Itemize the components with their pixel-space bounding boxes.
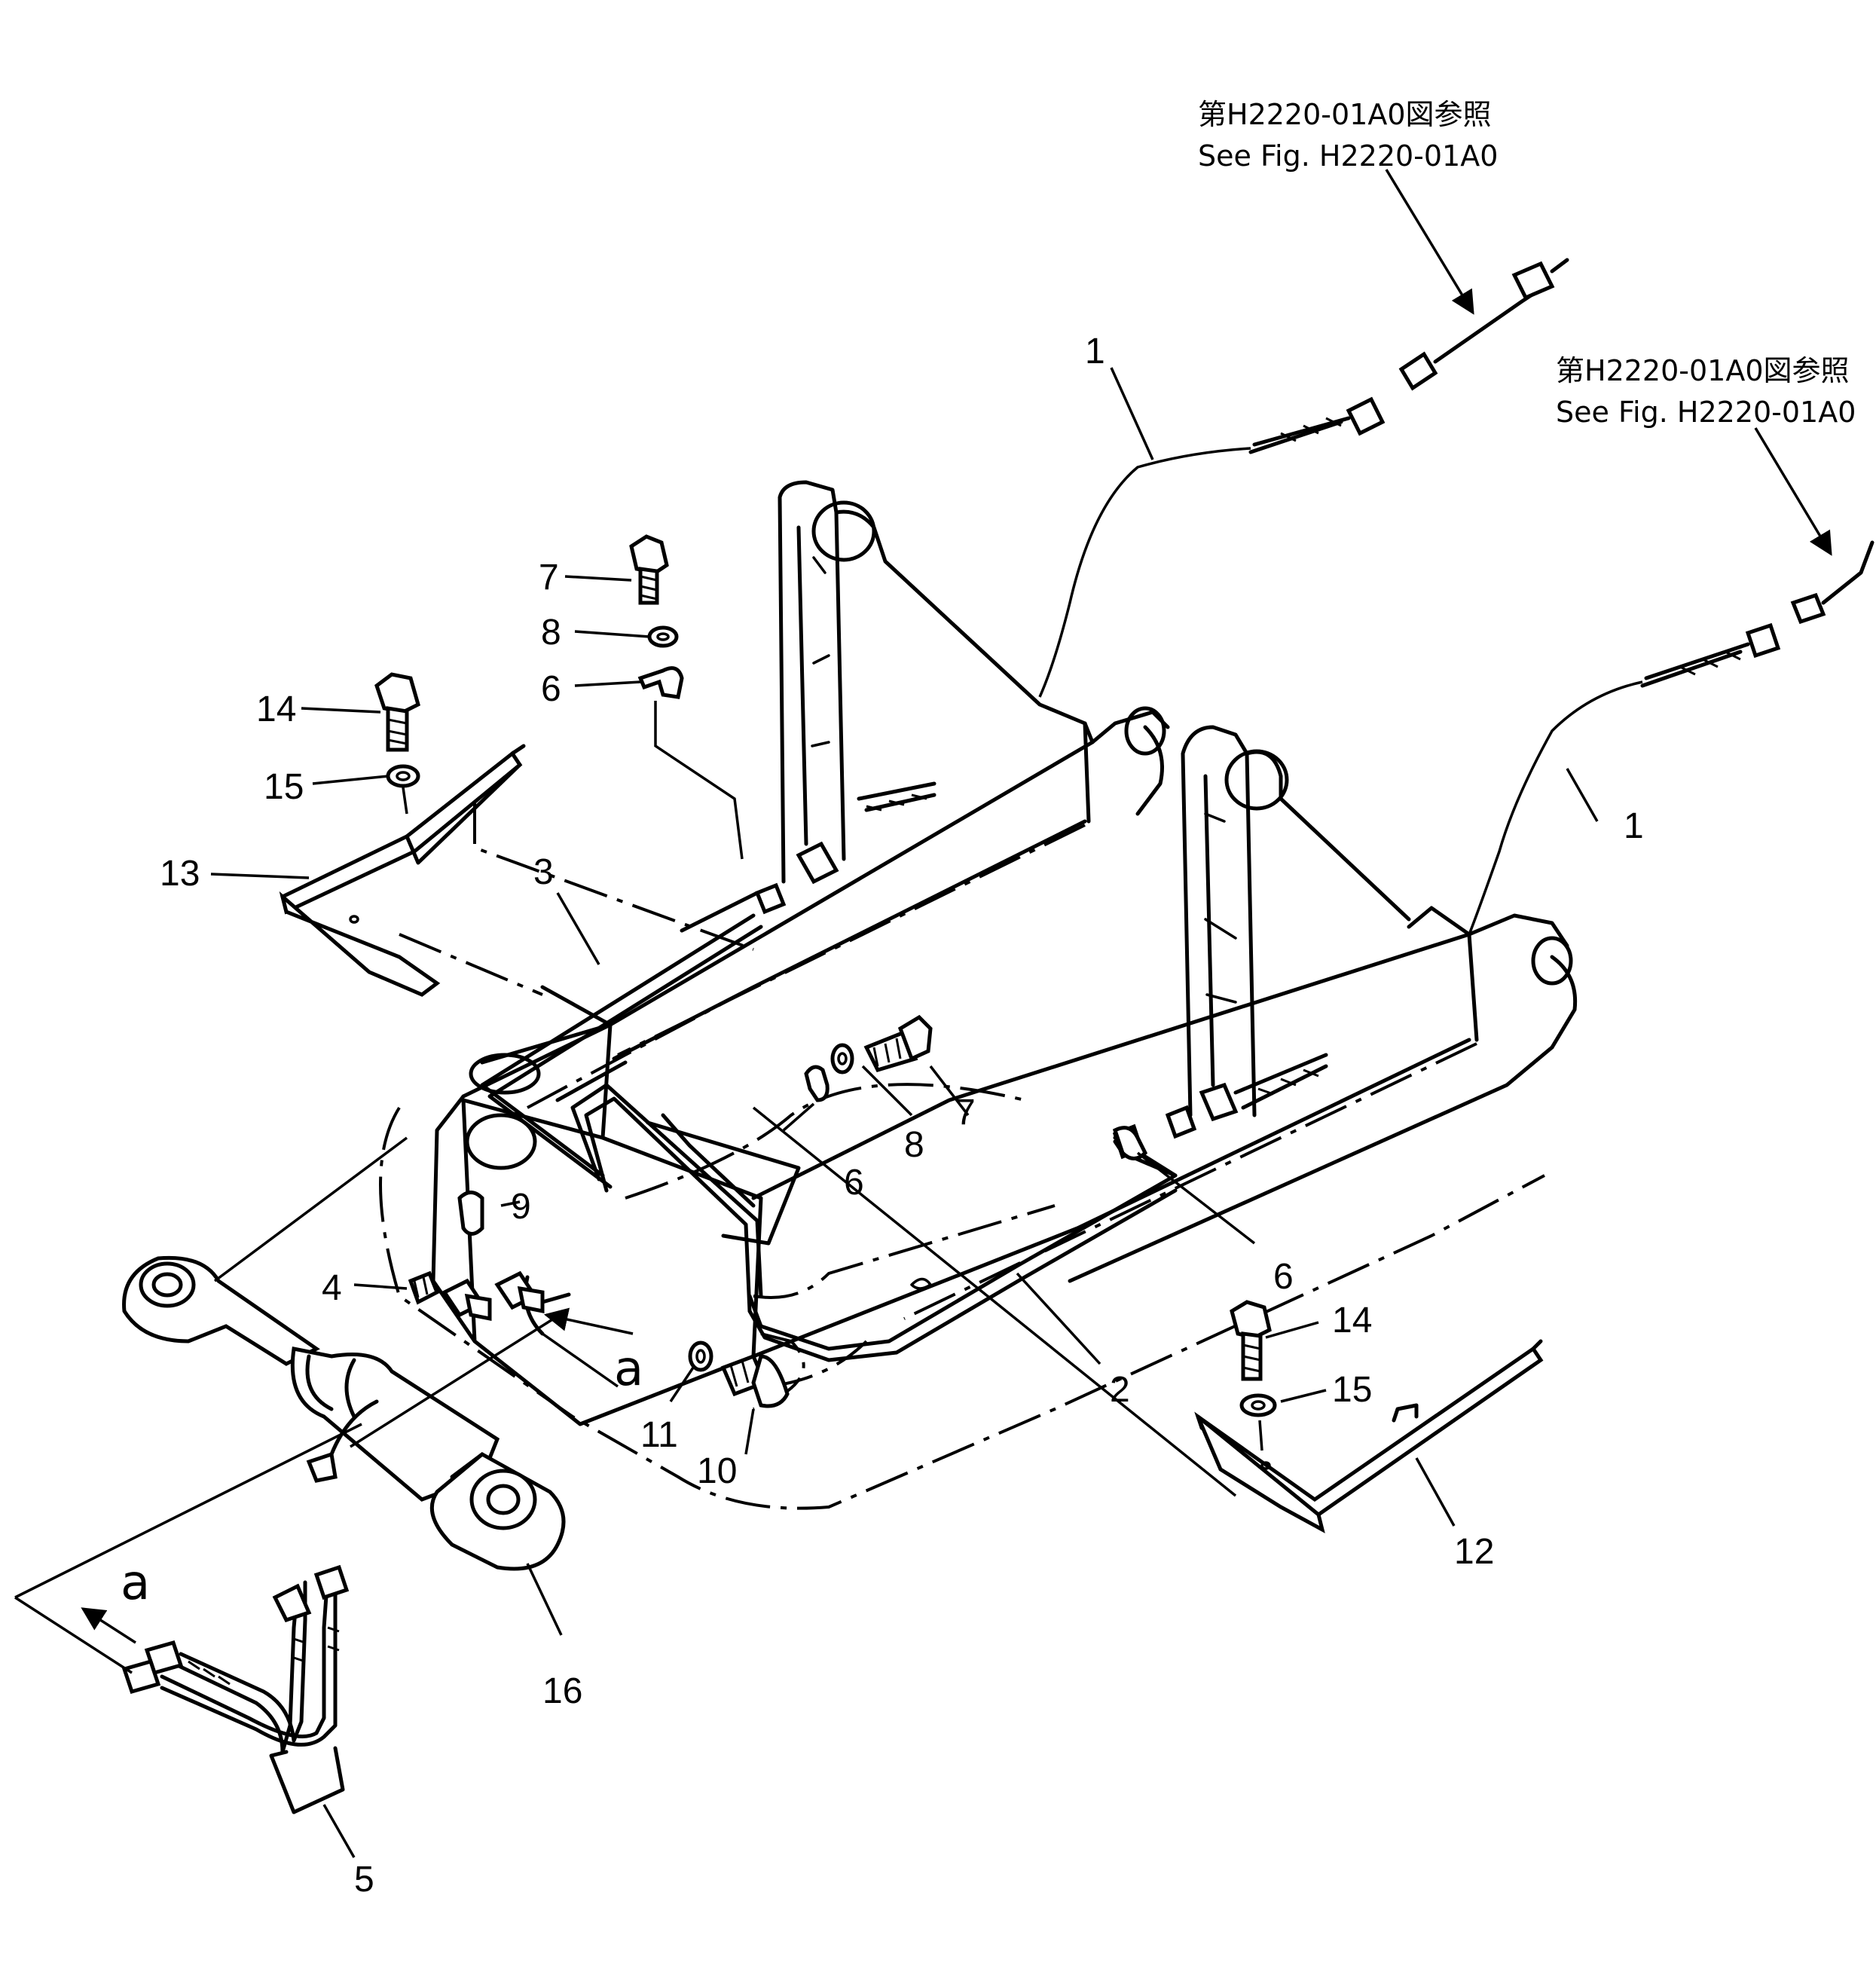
reference-2-en: See Fig. H2220-01A0 bbox=[1556, 396, 1856, 429]
hose-1-lower bbox=[1468, 540, 1874, 935]
callout-1-upper: 1 bbox=[1085, 332, 1105, 371]
washer-11 bbox=[688, 1340, 713, 1372]
washer-15-upper bbox=[386, 764, 420, 788]
bracket-12 bbox=[1194, 1339, 1544, 1533]
callout-13: 13 bbox=[160, 854, 200, 894]
callout-16: 16 bbox=[542, 1671, 582, 1711]
washer-15-lower bbox=[1239, 1393, 1277, 1417]
callout-8-lower: 8 bbox=[904, 1125, 924, 1165]
clamp-6-lower bbox=[804, 1065, 830, 1102]
callout-2: 2 bbox=[1110, 1370, 1130, 1410]
callout-8-upper: 8 bbox=[541, 613, 561, 653]
callout-3: 3 bbox=[533, 852, 554, 892]
leader-lines bbox=[14, 169, 1832, 1858]
view-mark-a-center: a bbox=[614, 1341, 643, 1397]
callout-10: 10 bbox=[697, 1451, 737, 1491]
washer-8-upper bbox=[647, 625, 679, 648]
bolt-7-lower bbox=[863, 1014, 933, 1072]
bolt-14-lower bbox=[1230, 1300, 1272, 1381]
tube-3 bbox=[480, 913, 763, 1313]
reference-1-en: See Fig. H2220-01A0 bbox=[1198, 139, 1498, 173]
bolt-14-upper bbox=[374, 672, 420, 752]
callout-15-upper: 15 bbox=[264, 767, 304, 807]
callout-14-upper: 14 bbox=[256, 689, 296, 729]
callout-7-upper: 7 bbox=[539, 558, 559, 598]
tube-2 bbox=[747, 1136, 1178, 1362]
callout-6-upper: 6 bbox=[541, 669, 561, 709]
callout-1-lower: 1 bbox=[1624, 806, 1644, 846]
callout-4: 4 bbox=[322, 1268, 342, 1308]
clamp-9 bbox=[457, 1191, 484, 1236]
fittings-upper bbox=[680, 781, 936, 933]
bolt-7-upper bbox=[629, 534, 669, 605]
elbow-fittings bbox=[442, 1270, 571, 1322]
bracket-13 bbox=[279, 744, 526, 997]
callout-7-lower: 7 bbox=[955, 1093, 976, 1133]
washer-8-lower bbox=[830, 1043, 854, 1075]
callout-6-lower: 6 bbox=[844, 1163, 864, 1203]
main-frame bbox=[379, 480, 1578, 1510]
washer-8-upper-hole bbox=[656, 632, 670, 641]
callout-5: 5 bbox=[354, 1860, 374, 1900]
reference-1-jp: 第H2220-01A0図参照 bbox=[1198, 98, 1492, 131]
callout-15-lower: 15 bbox=[1332, 1370, 1372, 1410]
callout-14-lower: 14 bbox=[1332, 1301, 1372, 1340]
view-mark-a-left: a bbox=[121, 1555, 150, 1611]
reference-2-jp: 第H2220-01A0図参照 bbox=[1556, 354, 1850, 387]
clamp-6-upper bbox=[637, 666, 684, 699]
hoses-5 bbox=[121, 1564, 350, 1814]
bolt-10 bbox=[720, 1353, 790, 1408]
callout-9: 9 bbox=[511, 1187, 531, 1227]
fittings-lower bbox=[1112, 1053, 1328, 1160]
callout-6-right: 6 bbox=[1273, 1257, 1294, 1297]
clamp-6-right bbox=[1112, 1126, 1148, 1160]
hose-1-upper bbox=[1038, 258, 1569, 698]
cylinder-16 bbox=[122, 1255, 566, 1571]
callout-12: 12 bbox=[1454, 1532, 1494, 1572]
callout-11: 11 bbox=[640, 1415, 678, 1455]
